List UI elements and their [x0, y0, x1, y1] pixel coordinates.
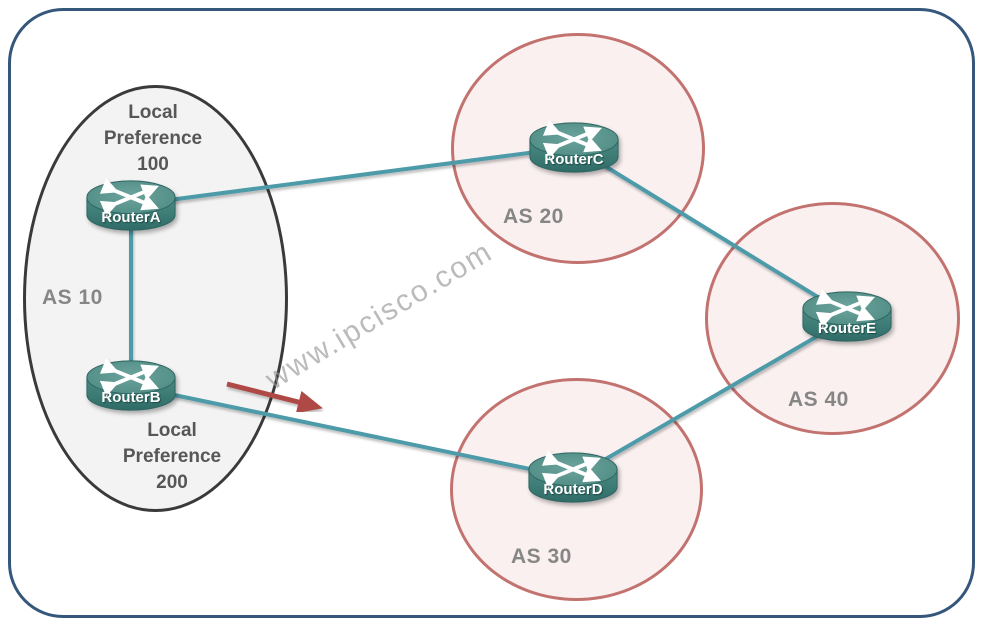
local-preference-100-note: Local Preference 100 — [78, 100, 228, 178]
link-routerd-routere — [571, 317, 849, 480]
link-routera-routerc — [130, 145, 575, 207]
lp100-line1: Local — [128, 102, 178, 123]
diagram-frame — [8, 8, 975, 618]
link-routerb-routerd — [130, 384, 574, 480]
router-icon — [86, 358, 176, 411]
preferred-path-arrow — [226, 381, 323, 414]
router-c: RouterC — [528, 120, 620, 178]
lp100-line2: Preference — [103, 128, 203, 149]
as10-label: AS 10 — [42, 286, 103, 309]
router-icon — [802, 289, 892, 342]
lp200-line1: Local — [147, 420, 197, 441]
router-icon — [528, 450, 618, 503]
lp100-line3: 100 — [137, 154, 169, 175]
router-icon — [86, 178, 176, 231]
as30-label: AS 30 — [511, 545, 572, 568]
link-routerc-routere — [572, 145, 849, 317]
as10-ellipse — [23, 85, 288, 512]
lp200-line3: 200 — [156, 472, 188, 493]
router-b: RouterB — [85, 358, 177, 416]
router-icon — [529, 120, 619, 173]
lp200-line2: Preference — [122, 446, 222, 467]
local-preference-200-note: Local Preference 200 — [97, 418, 247, 496]
router-d-label: RouterD — [543, 481, 603, 498]
as20-label: AS 20 — [503, 205, 564, 228]
router-d: RouterD — [527, 450, 619, 508]
router-a-label: RouterA — [101, 209, 161, 226]
router-e: RouterE — [801, 289, 893, 347]
router-c-label: RouterC — [544, 151, 604, 168]
router-a: RouterA — [85, 178, 177, 236]
router-e-label: RouterE — [817, 320, 877, 337]
router-b-label: RouterB — [101, 389, 161, 406]
as40-label: AS 40 — [788, 388, 849, 411]
